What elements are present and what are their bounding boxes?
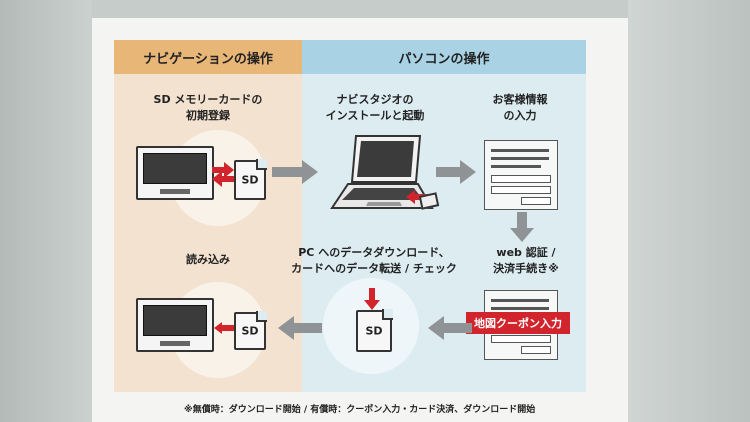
flow-arrow-left-icon xyxy=(278,316,322,340)
customer-form-icon xyxy=(484,140,558,210)
flow-arrow-right-icon xyxy=(436,160,476,184)
navigation-header: ナビゲーションの操作 xyxy=(114,40,302,74)
flow-arrow-right-icon xyxy=(272,160,318,184)
step-download-label: PC へのデータダウンロード、 カードへのデータ転送 / チェック xyxy=(291,246,457,275)
navigation-tv-icon xyxy=(136,298,214,352)
step-sd-init-label: SD メモリーカードの 初期登録 xyxy=(153,93,263,122)
footnote: ※無償時：ダウンロード開始 / 有償時：クーポン入力・カード決済、ダウンロード開… xyxy=(184,405,536,415)
step-install-label: ナビスタジオの インストールと起動 xyxy=(325,93,425,122)
monitor-bezel-left xyxy=(0,0,92,422)
pc-header: パソコンの操作 xyxy=(302,40,586,74)
sd-card-icon: SD xyxy=(234,312,266,350)
red-arrow-left-icon xyxy=(214,322,234,334)
flow-arrow-down-icon xyxy=(510,212,534,242)
step-load-label: 読み込み xyxy=(186,253,230,266)
laptop-icon xyxy=(330,135,434,209)
step-customer-info-label: お客様情報 の入力 xyxy=(492,93,548,122)
monitor-bezel-right xyxy=(628,0,750,422)
red-arrow-left-icon xyxy=(406,190,430,204)
flow-arrow-left-icon xyxy=(428,316,472,340)
step-web-auth-label: web 認証 / 決済手続き※ xyxy=(493,246,559,275)
sd-card-icon: SD xyxy=(234,160,266,200)
monitor-bezel-top xyxy=(92,0,628,18)
coupon-input-badge: 地図クーポン入力 xyxy=(466,312,570,334)
red-arrow-down-icon xyxy=(364,288,380,310)
download-sd-card-icon: SD xyxy=(356,310,392,352)
navigation-tv-icon xyxy=(136,146,214,200)
bidirectional-red-arrows-icon xyxy=(212,162,234,187)
